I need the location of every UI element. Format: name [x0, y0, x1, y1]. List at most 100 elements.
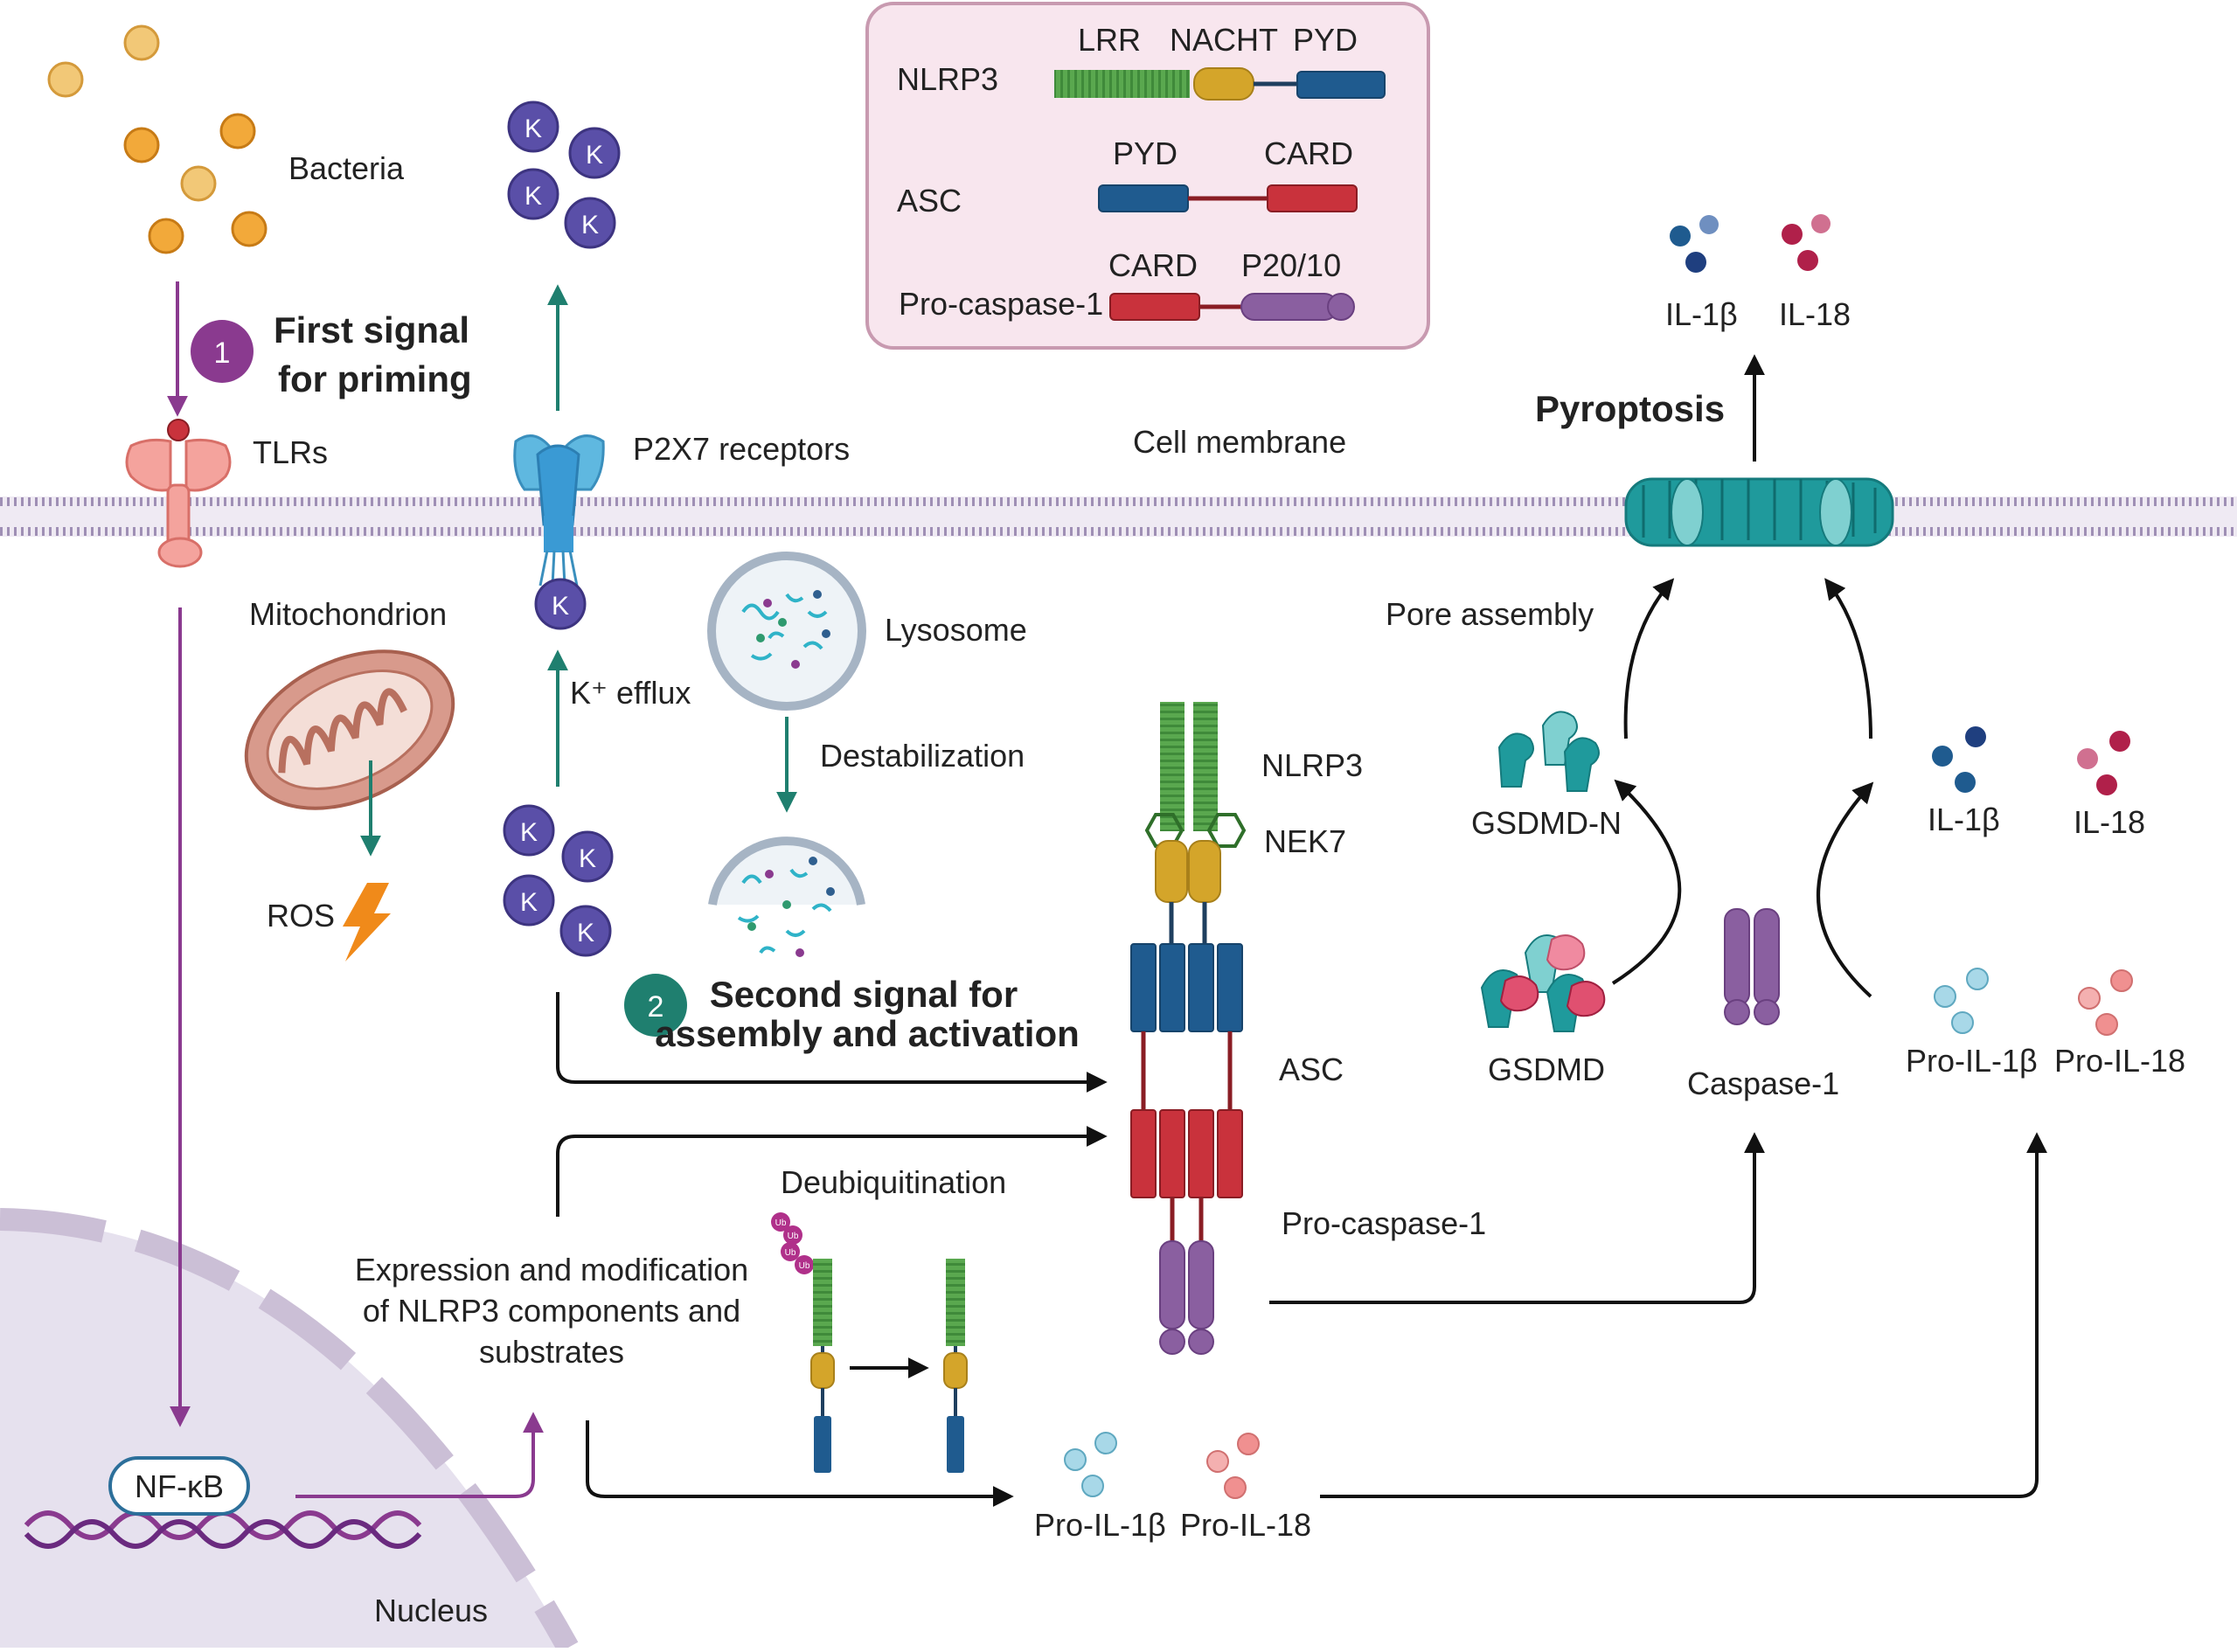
- k-efflux-label: K⁺ efflux: [570, 675, 691, 711]
- complex-asc-label: ASC: [1279, 1052, 1344, 1087]
- step-2-badge: [624, 974, 687, 1037]
- pore-assembly-arrow-right: [1824, 578, 1872, 739]
- destabilized-lysosome: [708, 836, 865, 957]
- k-ion-label: K: [579, 844, 596, 873]
- first-signal-line1: First signal: [274, 309, 469, 351]
- il1b-mature-label: IL-1β: [1928, 802, 2000, 837]
- step-1-badge: [191, 320, 254, 383]
- gsdmd-n-fragments: [1497, 711, 1600, 792]
- potassium-ion: [534, 578, 587, 630]
- pore-assembly-label: Pore assembly: [1386, 596, 1594, 632]
- second-signal-line1: Second signal for: [710, 974, 1018, 1015]
- legend-procasp-name: Pro-caspase-1: [899, 286, 1103, 322]
- gsdmd-cleavage-arrow: [1611, 779, 1682, 985]
- gsdmd-label: GSDMD: [1488, 1052, 1605, 1087]
- ros-label: ROS: [267, 898, 335, 934]
- legend-asc-name: ASC: [897, 183, 962, 219]
- il1b-secreted-label: IL-1β: [1665, 296, 1738, 332]
- pro-cytokines-bottom: [1064, 1432, 1260, 1499]
- secreted-cytokines: [1670, 214, 1831, 273]
- pore-assembly-arrow-left: [1623, 578, 1675, 739]
- second-signal-line2: assembly and activation: [655, 1013, 1080, 1054]
- expression-to-procytokines-arrow: [586, 1420, 1014, 1507]
- k-ion-label: K: [520, 888, 538, 917]
- p2x7-label: P2X7 receptors: [633, 431, 850, 467]
- k-ion-label: K: [552, 592, 569, 621]
- gsdmd-protein: [1480, 934, 1606, 1032]
- legend-asc-pyd: PYD: [1113, 135, 1178, 171]
- legend-procasp-p20: P20/10: [1241, 247, 1341, 283]
- nucleus: [0, 1208, 579, 1652]
- legend-nlrp3-lrr: LRR: [1078, 22, 1141, 58]
- k-ion-label: K: [586, 141, 603, 170]
- nfkb-box: [108, 1456, 250, 1516]
- expression-to-complex-arrow: [556, 1126, 1108, 1217]
- tlrs-label: TLRs: [253, 434, 328, 470]
- ubiquitin-chain: [771, 1212, 814, 1274]
- k-to-asc-arrow: [556, 992, 1108, 1093]
- nlrp3-deubiquitinated: [943, 1259, 968, 1473]
- expression-line2: of NLRP3 components and: [363, 1293, 740, 1329]
- legend-nlrp3-nacht: NACHT: [1170, 22, 1278, 58]
- cell-membrane: [0, 496, 2237, 537]
- pro-il1b-right-label: Pro-IL-1β: [1906, 1043, 2038, 1079]
- nucleus-label: Nucleus: [374, 1593, 488, 1628]
- mitochondrion-label: Mitochondrion: [249, 596, 447, 632]
- gsdmd-n-label: GSDMD-N: [1471, 805, 1622, 841]
- pyroptosis-label: Pyroptosis: [1535, 388, 1725, 429]
- k-ion-label: K: [525, 115, 542, 143]
- il18-secreted-label: IL-18: [1779, 296, 1851, 332]
- k-ion-label: K: [577, 919, 594, 947]
- expression-line3: substrates: [479, 1334, 624, 1370]
- k-ion-label: K: [525, 182, 542, 211]
- ub-label: Ub: [785, 1248, 796, 1258]
- step-1-number: 1: [214, 337, 231, 370]
- k-ion-label: K: [520, 818, 538, 847]
- pro-il18-bottom-label: Pro-IL-18: [1180, 1507, 1311, 1543]
- legend-procasp-card: CARD: [1108, 247, 1198, 283]
- pro-il18-right-label: Pro-IL-18: [2054, 1043, 2185, 1079]
- nlrp3-ubiquitinated: [810, 1259, 835, 1473]
- caspase-1-label: Caspase-1: [1687, 1065, 1839, 1101]
- lysosome: [707, 552, 866, 711]
- ub-label: Ub: [775, 1218, 787, 1228]
- il18-mature-label: IL-18: [2074, 804, 2145, 840]
- complex-procasp-label: Pro-caspase-1: [1282, 1205, 1486, 1241]
- legend-nlrp3-name: NLRP3: [897, 61, 998, 97]
- complex-nek7-label: NEK7: [1264, 823, 1346, 859]
- pro-cytokines-right: [1934, 968, 2133, 1036]
- p2x7-receptor: [513, 434, 605, 587]
- tlr-receptor: [125, 419, 232, 568]
- deubiquitination-label: Deubiquitination: [781, 1164, 1006, 1200]
- step-2-number: 2: [648, 990, 664, 1024]
- cell-membrane-label: Cell membrane: [1133, 424, 1346, 460]
- domain-legend: [865, 2, 1430, 350]
- mitochondrion: [244, 649, 455, 810]
- bacteria-label: Bacteria: [288, 150, 405, 186]
- first-signal-line2: for priming: [278, 358, 472, 399]
- ub-label: Ub: [788, 1232, 799, 1241]
- caspase-activation-arrow: [1269, 1132, 1765, 1304]
- legend-nlrp3-pyd: PYD: [1293, 22, 1358, 58]
- inflammasome-complex: [1130, 702, 1247, 1355]
- nfkb-to-expression-arrow: [295, 1412, 544, 1498]
- gasdermin-pore: [1624, 477, 1894, 547]
- destabilization-label: Destabilization: [820, 738, 1025, 774]
- legend-asc-card: CARD: [1264, 135, 1353, 171]
- bacteria-group: [47, 24, 267, 254]
- potassium-ions-intracellular: [503, 804, 614, 957]
- ub-label: Ub: [799, 1261, 810, 1271]
- cytokine-maturation-arrow: [1817, 781, 1874, 998]
- complex-nlrp3-label: NLRP3: [1261, 747, 1363, 783]
- pro-il1b-bottom-label: Pro-IL-1β: [1034, 1507, 1166, 1543]
- potassium-ions-extracellular: [507, 101, 621, 249]
- procytokine-to-caspase-arrow: [1320, 1132, 2047, 1498]
- lysosome-label: Lysosome: [885, 612, 1027, 648]
- lightning-icon: [343, 883, 391, 961]
- k-ion-label: K: [581, 211, 599, 239]
- nfkb-label: NF-κB: [135, 1468, 224, 1504]
- caspase-1-protein: [1724, 908, 1780, 1025]
- mature-cytokines: [1932, 726, 2130, 795]
- expression-line1: Expression and modification: [355, 1252, 748, 1288]
